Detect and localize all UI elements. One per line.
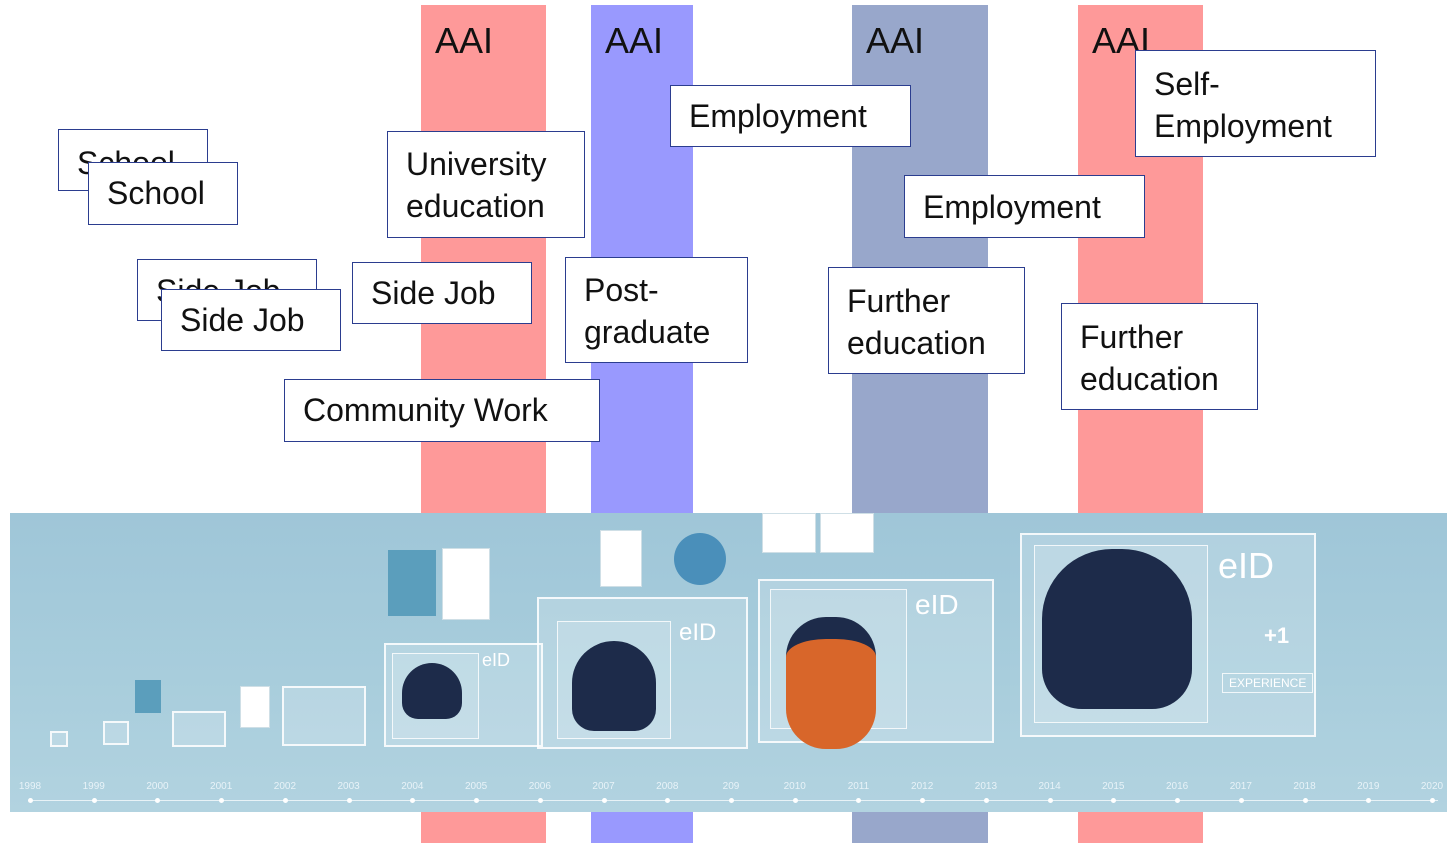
postgraduate-box: Post- graduate bbox=[565, 257, 748, 363]
document-icon-2 bbox=[600, 530, 642, 587]
university-label-1: University bbox=[406, 146, 547, 182]
postgraduate-label-1: Post- bbox=[584, 272, 659, 308]
timeline-dot bbox=[1111, 798, 1117, 803]
document-icon-4 bbox=[820, 513, 874, 553]
timeline-dot bbox=[91, 798, 97, 803]
timeline-dot bbox=[920, 798, 926, 803]
timeline-year: 2004 bbox=[401, 781, 424, 792]
aai-label-3: AAI bbox=[866, 20, 925, 61]
timeline-year: 2003 bbox=[337, 781, 360, 792]
timeline-dot bbox=[856, 798, 862, 803]
employment-label-1: Employment bbox=[689, 98, 867, 134]
timeline-dot bbox=[537, 798, 543, 803]
side-job-box-2: Side Job bbox=[352, 262, 532, 324]
community-work-box: Community Work bbox=[284, 379, 600, 442]
further-education-label-2b: education bbox=[1080, 361, 1219, 397]
employment-label-2: Employment bbox=[923, 189, 1101, 225]
self-employment-label-2: Employment bbox=[1154, 108, 1332, 144]
employment-box-2: Employment bbox=[904, 175, 1145, 238]
eid-label-xlarge: eID bbox=[1218, 545, 1275, 586]
employment-box-1: Employment bbox=[670, 85, 911, 147]
timeline-year: 2020 bbox=[1420, 781, 1444, 792]
timeline-dot bbox=[665, 798, 671, 803]
further-education-box-2: Further education bbox=[1061, 303, 1258, 410]
document-icon-3 bbox=[762, 513, 816, 553]
avatar-face-2007 bbox=[572, 641, 656, 731]
document-icon bbox=[442, 548, 490, 620]
timeline-year: 1999 bbox=[82, 781, 105, 792]
timeline-dot bbox=[474, 798, 480, 803]
university-box: University education bbox=[387, 131, 585, 238]
timeline-dot bbox=[1175, 798, 1181, 803]
self-employment-box: Self- Employment bbox=[1135, 50, 1376, 157]
university-label-2: education bbox=[406, 188, 545, 224]
eid-label-medium: eID bbox=[679, 619, 717, 646]
timeline-dot bbox=[346, 798, 352, 803]
timeline-dot bbox=[28, 798, 33, 803]
avatar-face-2010 bbox=[786, 617, 876, 749]
avatar-face-2016 bbox=[1042, 549, 1192, 709]
aai-label-1: AAI bbox=[435, 20, 494, 61]
avatar-face-2004 bbox=[402, 663, 462, 719]
timeline-year: 2008 bbox=[656, 781, 679, 792]
timeline-year: 2001 bbox=[210, 781, 233, 792]
timeline-dot bbox=[219, 798, 225, 803]
further-education-label-2a: Further bbox=[1080, 319, 1184, 355]
further-education-label-1b: education bbox=[847, 325, 986, 361]
timeline-dot bbox=[1430, 798, 1435, 803]
timeline-dot bbox=[410, 798, 416, 803]
timeline-year: 2006 bbox=[528, 781, 551, 792]
timeline-dot bbox=[1302, 798, 1308, 803]
timeline-year: 2013 bbox=[974, 781, 998, 792]
timeline-year: 2002 bbox=[273, 781, 297, 792]
experience-label: EXPERIENCE bbox=[1222, 673, 1314, 693]
aai-label-2: AAI bbox=[605, 20, 664, 61]
eid-label-large: eID bbox=[915, 589, 959, 620]
eid-card-small-1 bbox=[172, 711, 226, 747]
side-job-label-2: Side Job bbox=[371, 275, 496, 311]
timeline-dot bbox=[1366, 798, 1372, 803]
side-job-box: Side Job bbox=[161, 289, 341, 351]
document-icon-small bbox=[240, 686, 270, 728]
book-icon bbox=[388, 550, 436, 616]
timeline-dot bbox=[729, 798, 734, 803]
eid-card-tiny-1 bbox=[50, 731, 68, 747]
school-label: School bbox=[107, 175, 205, 211]
eid-label-small: eID bbox=[482, 650, 511, 670]
plus-one-label: +1 bbox=[1264, 623, 1290, 648]
timeline-year: 1998 bbox=[18, 781, 42, 792]
timeline-dot bbox=[792, 798, 798, 803]
timeline-year: 2007 bbox=[592, 781, 615, 792]
eid-card-tiny-2 bbox=[103, 721, 129, 745]
timeline-dot bbox=[282, 798, 288, 803]
community-work-label: Community Work bbox=[303, 392, 548, 428]
timeline-year: 2005 bbox=[464, 781, 488, 792]
eid-card-small-2 bbox=[282, 686, 366, 746]
timeline-dot bbox=[155, 798, 161, 803]
self-employment-label-1: Self- bbox=[1154, 66, 1220, 102]
timeline-year: 2018 bbox=[1293, 781, 1316, 792]
timeline-year: 2011 bbox=[847, 781, 870, 792]
timeline-year: 2015 bbox=[1102, 781, 1125, 792]
timeline-year: 2016 bbox=[1165, 781, 1189, 792]
globe-icon bbox=[674, 533, 726, 585]
timeline-dot bbox=[1238, 798, 1244, 803]
timeline-year: 209 bbox=[722, 781, 740, 792]
timeline-year: 2012 bbox=[911, 781, 934, 792]
eid-timeline-illustration: 1998 1999 2000 2001 2002 2003 2004 2005 2006 2007… bbox=[10, 513, 1447, 812]
timeline-dot bbox=[601, 798, 607, 803]
further-education-box-1: Further education bbox=[828, 267, 1025, 374]
timeline-dot bbox=[1047, 798, 1053, 803]
book-icon-small bbox=[135, 680, 161, 713]
timeline-year: 2010 bbox=[783, 781, 806, 792]
school-box: School bbox=[88, 162, 238, 225]
timeline-dot bbox=[983, 798, 989, 803]
postgraduate-label-2: graduate bbox=[584, 314, 711, 350]
timeline-year: 2000 bbox=[146, 781, 169, 792]
timeline-year: 2017 bbox=[1229, 781, 1252, 792]
side-job-label: Side Job bbox=[180, 302, 305, 338]
further-education-label-1a: Further bbox=[847, 283, 951, 319]
timeline-year: 2019 bbox=[1357, 781, 1380, 792]
timeline-year: 2014 bbox=[1038, 781, 1061, 792]
